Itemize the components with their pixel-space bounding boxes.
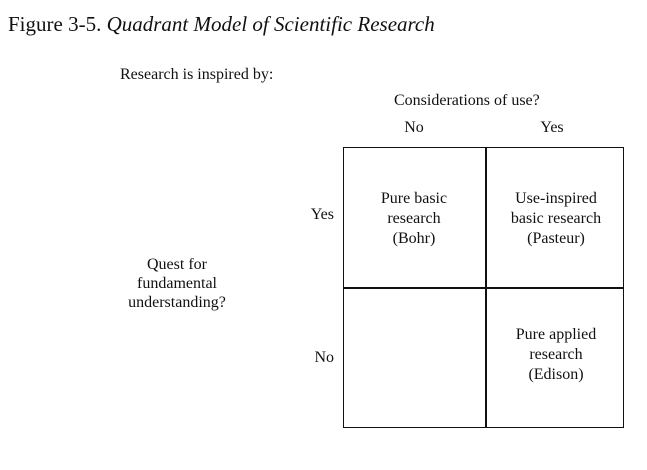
quadrant-pure-applied: Pure applied research (Edison) bbox=[485, 325, 627, 385]
row-heading: Quest for fundamental understanding? bbox=[112, 255, 242, 312]
figure-caption: Quadrant Model of Scientific Research bbox=[106, 12, 435, 36]
quadrant-text-line: (Edison) bbox=[528, 366, 584, 383]
column-label-no: No bbox=[404, 119, 424, 136]
quadrant-text-line: basic research bbox=[510, 210, 602, 227]
column-label-yes: Yes bbox=[540, 119, 564, 136]
quadrant-text-line: Pure applied bbox=[515, 326, 597, 343]
column-heading: Considerations of use? bbox=[394, 92, 540, 109]
quadrant-text-line: (Pasteur) bbox=[527, 230, 585, 247]
row-heading-line: fundamental bbox=[137, 275, 217, 292]
grid-horizontal-divider bbox=[343, 287, 624, 289]
figure-title: Figure 3-5. Quadrant Model of Scientific… bbox=[8, 14, 435, 35]
quadrant-text-line: research bbox=[529, 346, 583, 363]
row-heading-line: understanding? bbox=[128, 294, 226, 311]
row-label-yes: Yes bbox=[310, 206, 334, 223]
row-label-no: No bbox=[314, 349, 334, 366]
row-heading-line: Quest for bbox=[147, 256, 207, 273]
quadrant-text-line: (Bohr) bbox=[392, 230, 436, 247]
quadrant-text-line: Use-inspired bbox=[515, 190, 597, 207]
intro-text: Research is inspired by: bbox=[120, 66, 274, 83]
figure-label: Figure 3-5. bbox=[8, 12, 102, 36]
quadrant-pure-basic: Pure basic research (Bohr) bbox=[343, 189, 485, 249]
quadrant-text-line: Pure basic bbox=[380, 190, 448, 207]
quadrant-use-inspired: Use-inspired basic research (Pasteur) bbox=[485, 189, 627, 249]
quadrant-text-line: research bbox=[387, 210, 441, 227]
